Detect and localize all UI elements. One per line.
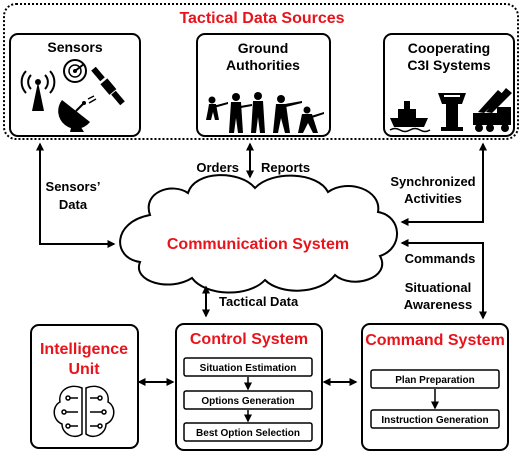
soldiers-icon [206, 92, 324, 133]
cooperating-label-line1: Cooperating [408, 40, 490, 56]
tactical-data-label: Tactical Data [219, 294, 299, 309]
control-step-box [183, 422, 313, 442]
synchronized-label-line2: Activities [404, 191, 462, 206]
command-step-box [370, 369, 500, 389]
command-system-title: Command System [365, 332, 505, 349]
commands-awareness-arrow [400, 239, 487, 320]
intelligence-unit-label-line2: Unit [68, 361, 100, 378]
tactical-data-sources-group [3, 3, 519, 140]
intelligence-unit-box: Intelligence Unit [30, 324, 139, 449]
sensors-data-label-line1: Sensors’ [46, 179, 101, 194]
tactical-data-sources-title: Tactical Data Sources [179, 10, 344, 27]
control-step-box [183, 357, 313, 377]
commands-label: Commands [405, 251, 476, 266]
satellite-dish-icon [58, 100, 90, 132]
connectors [36, 142, 487, 386]
situational-label-line2: Awareness [404, 297, 472, 312]
synchronized-label-line1: Synchronized [390, 174, 475, 189]
command-step-box [370, 409, 500, 429]
cooperating-label-line2: C3I Systems [407, 57, 490, 73]
radio-tower-icon [20, 70, 56, 111]
sensors-data-arrow [36, 142, 116, 248]
control-step-box [183, 390, 313, 410]
cooperating-c3i-box: Cooperating C3I Systems [383, 33, 515, 137]
situational-label-line1: Situational [405, 280, 471, 295]
orders-label: Orders [196, 160, 239, 175]
control-step-situation-estimation: Situation Estimation [200, 363, 297, 374]
command-step-plan-preparation: Plan Preparation [395, 375, 474, 386]
control-system-title: Control System [190, 331, 308, 348]
ground-authorities-box: Ground Authorities [196, 33, 331, 137]
ship-icon [389, 101, 431, 133]
communication-system-label: Communication System [167, 236, 349, 253]
radar-icon [63, 59, 87, 83]
sensors-data-label-line2: Data [59, 197, 88, 212]
communication-system-cloud: Communication System [119, 174, 398, 294]
ground-authorities-label-line1: Ground [238, 40, 289, 56]
missile-launcher-icon [473, 88, 512, 132]
control-tower-icon [438, 93, 466, 131]
brain-circuit-icon [53, 385, 115, 438]
command-step-instruction-generation: Instruction Generation [381, 415, 488, 426]
reports-label: Reports [261, 160, 310, 175]
command-system-box: Command System Plan Preparation Instruct… [361, 323, 509, 451]
ground-authorities-label-line2: Authorities [226, 57, 300, 73]
control-step-options-generation: Options Generation [201, 396, 294, 407]
sensors-label: Sensors [47, 39, 102, 55]
intelligence-unit-label-line1: Intelligence [40, 341, 128, 358]
sensors-box: Sensors [9, 33, 141, 137]
control-system-box: Control System Situation Estimation Opti… [175, 323, 323, 451]
satellite-icon [87, 66, 125, 106]
control-step-best-option-selection: Best Option Selection [196, 428, 300, 439]
synchronized-activities-arrow [400, 142, 487, 226]
